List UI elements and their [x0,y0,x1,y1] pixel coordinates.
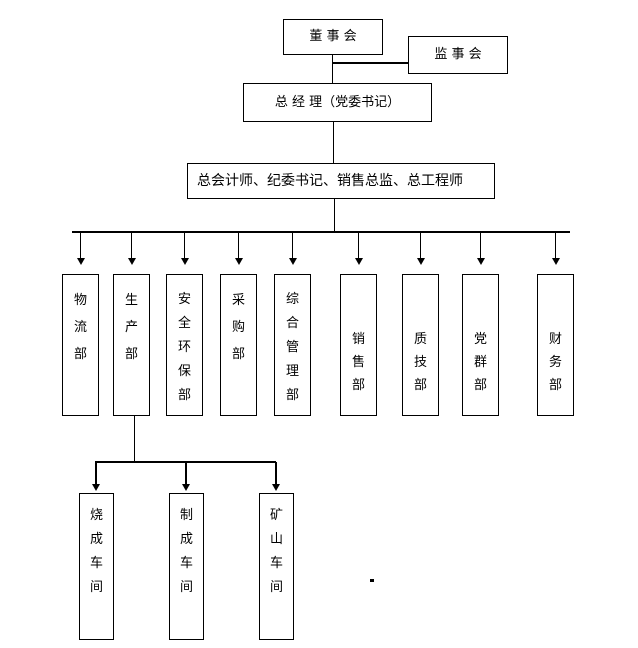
arrow-down-icon [234,258,243,265]
dept-finance-label: 财务部 [548,331,562,393]
dept-safety-environment-box: 安全环保部 [166,274,203,416]
workshop-distribution-line [95,461,276,463]
department-distribution-line [72,231,570,233]
connector-production-workshops-line [133,416,135,462]
connector-gm-executives-line [332,122,334,163]
dept-party-masses-box: 党群部 [462,274,499,416]
supervisory-board-box: 监 事 会 [408,36,508,74]
dept-logistics-box: 物流部 [62,274,99,416]
arrow-stem [275,462,277,484]
arrow-down-icon [180,258,189,265]
dept-logistics-label: 物流部 [73,293,87,362]
arrow-down-icon [76,258,85,265]
arrow-stem [237,231,240,258]
dept-party-masses-label: 党群部 [473,331,487,393]
arrow-stem [357,231,360,258]
arrow-down-icon [272,484,280,491]
dept-general-management-box: 综合管理部 [274,274,311,416]
arrow-stem [479,231,482,258]
arrow-down-icon [551,258,560,265]
arrow-down-icon [182,484,190,491]
connector-board-gm-line [331,55,333,83]
arrow-down-icon [354,258,363,265]
workshop-mining-box: 矿山车间 [259,493,294,640]
dept-sales-box: 销售部 [340,274,377,416]
connector-supervisory-line [332,62,408,64]
connector-executives-departments-line [333,199,335,231]
dept-sales-label: 销售部 [351,331,365,393]
dept-purchasing-box: 采购部 [220,274,257,416]
workshop-mining-label: 矿山车间 [269,508,283,595]
arrow-stem [419,231,422,258]
workshop-sintering-label: 烧成车间 [89,508,103,595]
arrow-stem [79,231,82,258]
board-box: 董 事 会 [283,19,383,55]
arrow-stem [95,462,97,484]
workshop-finishing-box: 制成车间 [169,493,204,640]
general-manager-label: 总 经 理（党委书记） [274,94,401,110]
dept-production-box: 生产部 [113,274,150,416]
arrow-stem [185,462,187,484]
arrow-down-icon [288,258,297,265]
arrow-down-icon [416,258,425,265]
workshop-sintering-box: 烧成车间 [79,493,114,640]
stray-dot [370,579,374,582]
dept-production-label: 生产部 [124,293,138,362]
supervisory-board-label: 监 事 会 [434,47,482,63]
board-label: 董 事 会 [309,29,357,45]
general-manager-box: 总 经 理（党委书记） [243,83,432,122]
dept-safety-environment-label: 安全环保部 [177,292,191,403]
dept-purchasing-label: 采购部 [231,293,245,362]
dept-general-management-label: 综合管理部 [285,292,299,403]
arrow-down-icon [92,484,100,491]
dept-quality-technology-box: 质技部 [402,274,439,416]
executives-box: 总会计师、纪委书记、销售总监、总工程师 [187,163,495,199]
arrow-down-icon [127,258,136,265]
arrow-stem [183,231,186,258]
dept-quality-technology-label: 质技部 [413,331,427,393]
arrow-stem [554,231,557,258]
arrow-down-icon [476,258,485,265]
arrow-stem [130,231,133,258]
workshop-finishing-label: 制成车间 [179,508,193,595]
executives-label: 总会计师、纪委书记、销售总监、总工程师 [197,172,463,189]
dept-finance-box: 财务部 [537,274,574,416]
arrow-stem [291,231,294,258]
